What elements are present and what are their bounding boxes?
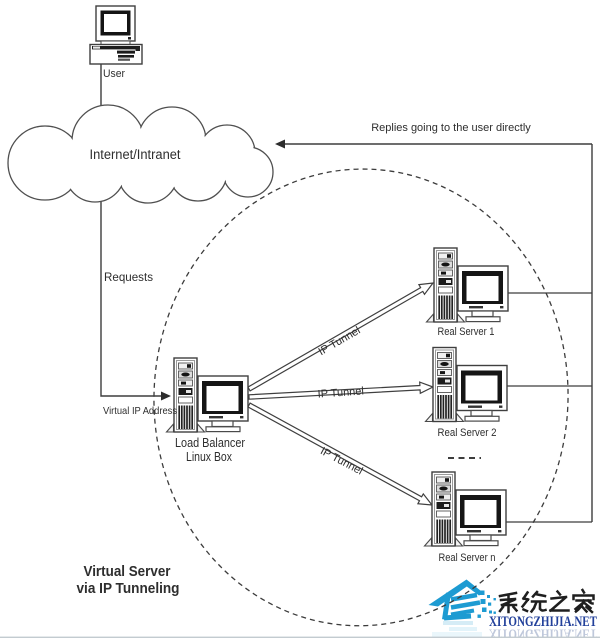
svg-text:Real Server 1: Real Server 1 [438,326,495,338]
svg-text:Internet/Intranet: Internet/Intranet [90,147,181,162]
svg-text:Requests: Requests [104,270,153,284]
svg-text:Real Server 2: Real Server 2 [438,427,497,439]
svg-text:XITONGZHIJIA.NET: XITONGZHIJIA.NET [489,626,597,638]
svg-text:Virtual IP Address: Virtual IP Address [103,405,177,417]
svg-text:User: User [103,68,125,80]
svg-text:Load Balancer: Load Balancer [175,436,245,450]
svg-text:via IP Tunneling: via IP Tunneling [77,580,180,597]
svg-text:Virtual Server: Virtual Server [84,563,171,580]
svg-text:Linux Box: Linux Box [186,450,233,464]
svg-text:IP Tunnel: IP Tunnel [317,385,364,400]
svg-text:XITONGZHIJIA.NET: XITONGZHIJIA.NET [489,614,597,630]
svg-text:Replies going to the user dire: Replies going to the user directly [371,122,531,134]
svg-text:Real Server n: Real Server n [439,552,496,564]
